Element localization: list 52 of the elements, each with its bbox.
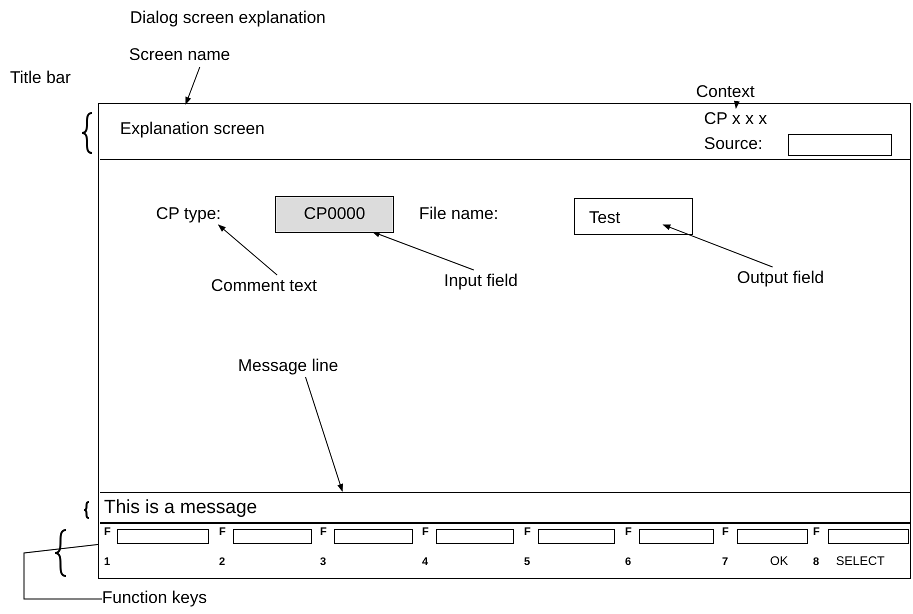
key-number: 1 xyxy=(104,556,110,568)
annotation-text: Screen name xyxy=(129,45,279,67)
function-key-field xyxy=(828,529,909,544)
source-field xyxy=(788,134,892,156)
arrow xyxy=(218,224,278,276)
key-number: 7 xyxy=(722,556,728,568)
key-letter: F xyxy=(524,526,531,538)
key-number: 8 xyxy=(813,556,820,568)
source-label: Source: xyxy=(704,134,788,156)
annotation-text: Comment text xyxy=(211,276,371,298)
annotation-text: Message line xyxy=(238,356,368,378)
arrow xyxy=(662,224,774,268)
key-letter: F xyxy=(219,526,226,538)
key-letter: F xyxy=(422,526,429,538)
key-number: 4 xyxy=(422,556,428,568)
annotation-text: Input field xyxy=(444,271,564,293)
function-key-field xyxy=(538,529,615,544)
annotation-text: Output field xyxy=(737,268,867,290)
key-caption: OK xyxy=(770,554,788,568)
leader-line xyxy=(24,544,102,600)
annotation-text: Context xyxy=(696,82,780,104)
key-letter: F xyxy=(625,526,632,538)
output-field: Test xyxy=(574,198,693,235)
key-letter: F xyxy=(320,526,327,538)
key-number: 5 xyxy=(524,556,530,568)
key-caption: SELECT xyxy=(836,554,885,568)
function-key-field xyxy=(737,529,808,544)
arrow xyxy=(734,100,740,109)
key-number: 2 xyxy=(219,556,226,568)
function-key-field xyxy=(639,529,714,544)
screen-frame xyxy=(98,103,911,579)
diagram-title: Dialog screen explanation xyxy=(130,8,326,28)
key-letter: F xyxy=(722,526,729,538)
key-letter: F xyxy=(104,526,111,538)
function-key-field xyxy=(334,529,413,544)
key-number: 6 xyxy=(625,556,632,568)
function-key-field xyxy=(117,529,209,544)
title-bar: Explanation screen CP x x x Source: xyxy=(100,105,911,160)
comment-text: CP type: xyxy=(156,204,262,226)
field-label: File name: xyxy=(419,204,539,226)
arrow xyxy=(372,232,474,270)
input-field: CP0000 xyxy=(275,196,394,233)
key-letter: F xyxy=(813,526,820,538)
side-label: Title bar xyxy=(10,67,70,89)
function-key-field xyxy=(436,529,514,544)
arrow xyxy=(305,376,343,492)
key-number: 3 xyxy=(320,556,326,568)
arrow xyxy=(185,66,200,105)
message-line: This is a message xyxy=(100,492,911,523)
function-key-field xyxy=(233,529,312,544)
annotation-text: Function keys xyxy=(102,588,232,610)
context-text: CP x x x xyxy=(704,109,814,131)
